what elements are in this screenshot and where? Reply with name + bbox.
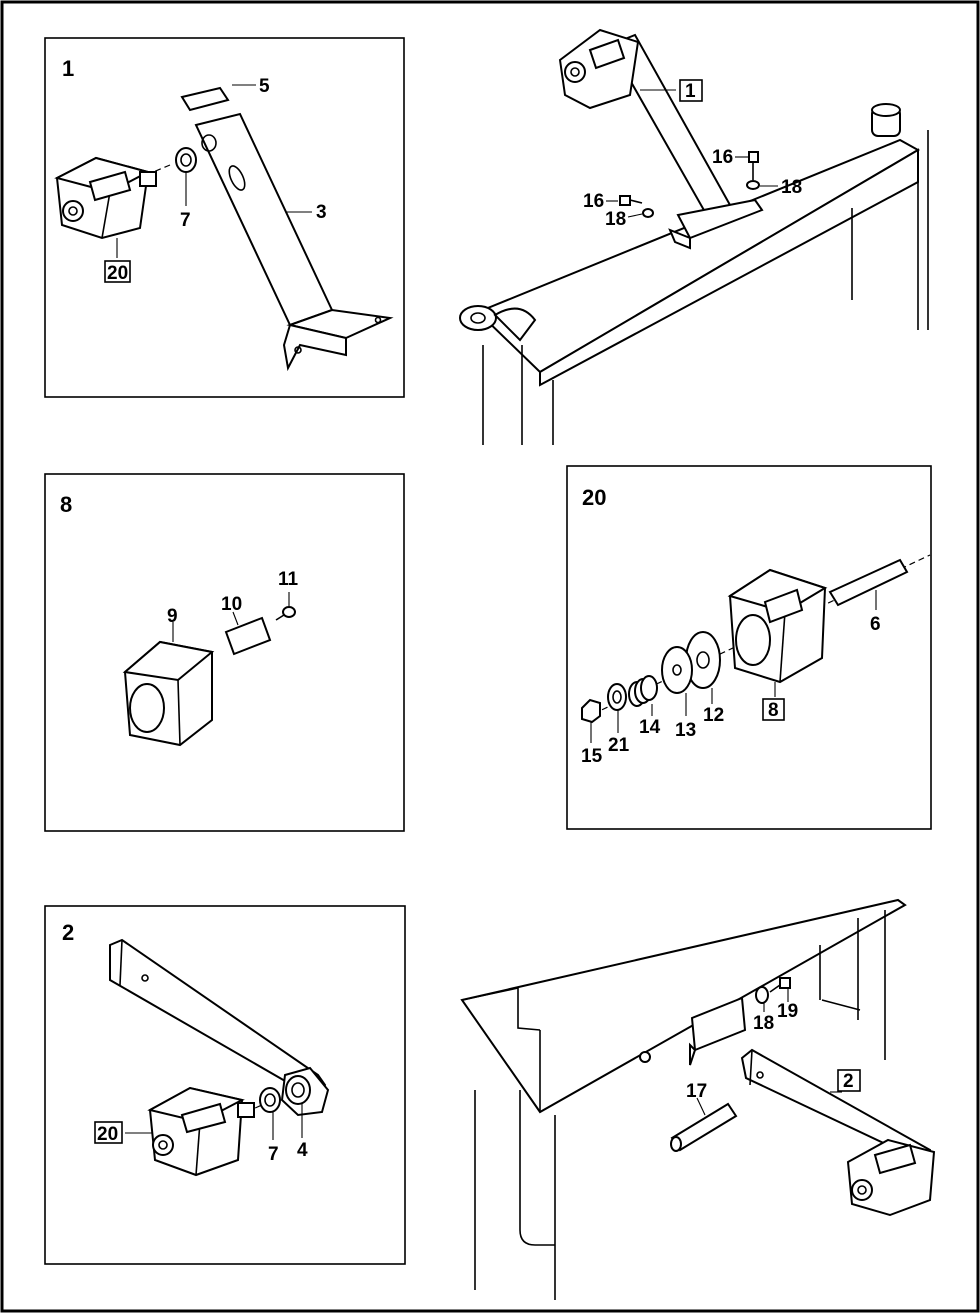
callout-5: 5 <box>259 76 270 97</box>
part-5-key <box>182 88 228 110</box>
arm-2-mount <box>848 1140 934 1215</box>
top-assembly: 1 16 18 16 18 <box>460 30 928 445</box>
callout-7-b: 7 <box>268 1144 279 1165</box>
callout-10: 10 <box>221 594 242 615</box>
callout-18-c: 18 <box>753 1013 774 1034</box>
panel-2-title: 2 <box>62 920 74 945</box>
part-20-mount-b <box>150 1088 262 1175</box>
part-8-housing <box>730 570 825 682</box>
callout-9: 9 <box>167 606 178 627</box>
bolt-16-a <box>749 152 758 162</box>
callout-17: 17 <box>686 1081 707 1102</box>
callout-6: 6 <box>870 614 881 635</box>
part-4-arm <box>110 940 328 1115</box>
panel-1: 1 <box>45 38 404 397</box>
panel-20: 20 <box>567 466 931 829</box>
callout-8: 8 <box>768 700 779 721</box>
part-9-housing <box>125 642 212 745</box>
callout-18-a: 18 <box>781 177 802 198</box>
callout-1: 1 <box>685 81 696 102</box>
callout-18-b: 18 <box>605 209 626 230</box>
part-13-washer <box>662 647 692 693</box>
callout-3: 3 <box>316 202 327 223</box>
panel-20-title: 20 <box>582 485 606 510</box>
callout-20: 20 <box>107 263 128 284</box>
callout-16-a: 16 <box>712 147 733 168</box>
bolt-16-b <box>620 196 630 205</box>
part-6-stud <box>830 560 907 605</box>
bottom-assembly: 18 19 17 2 <box>462 900 934 1300</box>
callout-7: 7 <box>180 210 191 231</box>
callout-16-b: 16 <box>583 191 604 212</box>
part-10-cover <box>226 618 270 654</box>
panel-2: 2 20 7 <box>45 906 405 1264</box>
part-7-washer <box>176 148 196 172</box>
bracket-arm <box>196 114 390 368</box>
panel-1-title: 1 <box>62 56 74 81</box>
washer-18-a <box>747 181 759 189</box>
panel-8-title: 8 <box>60 492 72 517</box>
part-21-washer <box>608 684 626 710</box>
callout-11: 11 <box>278 569 299 590</box>
callout-15: 15 <box>581 746 603 767</box>
callout-14: 14 <box>639 717 661 738</box>
callout-21: 21 <box>608 735 630 756</box>
callout-13: 13 <box>675 720 696 741</box>
callout-12: 12 <box>703 705 724 726</box>
callout-19: 19 <box>777 1001 798 1022</box>
callout-20-b: 20 <box>97 1124 118 1145</box>
washer-18-c <box>756 987 768 1003</box>
callout-2: 2 <box>843 1071 854 1092</box>
part-14-spring <box>629 676 657 706</box>
panel-8: 8 11 10 9 <box>45 474 404 831</box>
part-7-washer-b <box>260 1088 280 1112</box>
washer-18-b <box>643 209 653 217</box>
part-11-screw <box>276 607 295 620</box>
callout-4: 4 <box>297 1140 308 1161</box>
part-15-nut <box>582 700 600 722</box>
part-20-mount <box>57 158 170 238</box>
